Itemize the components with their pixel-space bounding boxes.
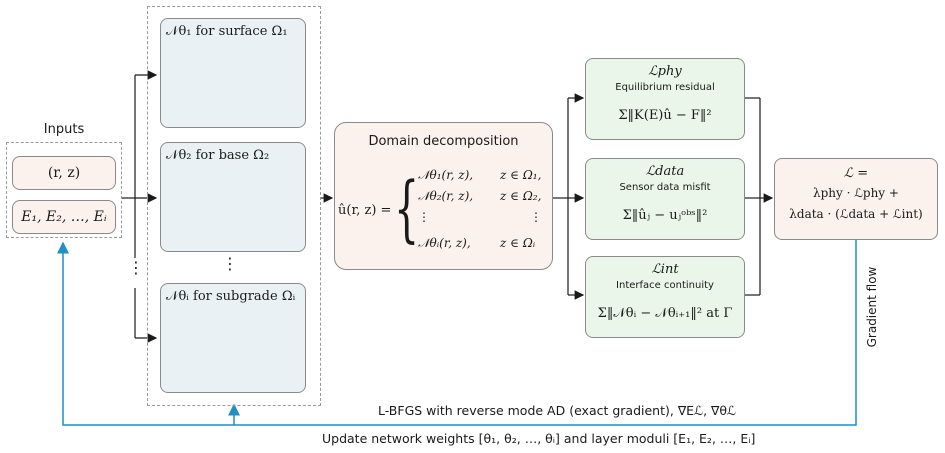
- network-label-subgrade: 𝒩θᵢ for subgrade Ωᵢ: [166, 289, 296, 304]
- domain-brace: {: [394, 166, 420, 250]
- domain-fork-arrows: [553, 93, 585, 300]
- case-net-2: 𝒩θ₂(r, z),: [418, 189, 474, 203]
- total-loss-line1: ℒ =: [843, 166, 869, 181]
- inputs-title: Inputs: [43, 122, 85, 137]
- fork-ellipsis: ⋮: [128, 258, 144, 277]
- loss-desc-interface: Interface continuity: [616, 280, 714, 291]
- case-cond-2: z ∈ Ω₂,: [500, 189, 542, 203]
- network-label-surface: 𝒩θ₁ for surface Ω₁: [166, 24, 288, 39]
- loss-box-interface: [585, 256, 745, 338]
- network-label-base: 𝒩θ₂ for base Ω₂: [166, 148, 270, 163]
- network-ellipsis: ⋮: [222, 254, 238, 273]
- network-box-subgrade: [160, 283, 306, 393]
- optimizer-label: L-BFGS with reverse mode AD (exact gradi…: [378, 403, 737, 418]
- loss-formula-interface: Σ‖𝒩θᵢ − 𝒩θᵢ₊₁‖² at Γ: [597, 306, 733, 321]
- loss-merge-arrows: [745, 97, 774, 296]
- loss-desc-data: Sensor data misfit: [619, 182, 711, 193]
- case-net-1: 𝒩θ₁(r, z),: [418, 168, 474, 182]
- loss-symbol-data: ℒdata: [645, 164, 685, 179]
- gradient-flow-label: Gradient flow: [865, 266, 879, 348]
- case-net-4: 𝒩θᵢ(r, z),: [418, 236, 471, 250]
- case-cond-4: z ∈ Ωᵢ: [500, 236, 536, 250]
- networks-group: [147, 6, 321, 406]
- loss-symbol-physics: ℒphy: [648, 64, 682, 79]
- loss-box-data: [585, 158, 745, 240]
- case-cond-1: z ∈ Ω₁,: [500, 168, 542, 182]
- input-fork-arrows: [122, 70, 158, 343]
- loss-formula-data: Σ‖ûⱼ − uⱼᵒᵇˢ‖²: [622, 208, 708, 223]
- loss-symbol-interface: ℒint: [651, 262, 679, 277]
- coords-input: (r, z): [12, 156, 116, 190]
- update-label: Update network weights [θ₁, θ₂, …, θᵢ] a…: [322, 431, 756, 446]
- loss-box-physics: [585, 58, 745, 140]
- moduli-input: E₁, E₂, …, Eᵢ: [12, 200, 116, 234]
- total-loss-box: [774, 158, 938, 240]
- inputs-group: [6, 142, 122, 238]
- total-loss-line3: λdata · (ℒdata + ℒint): [789, 207, 923, 221]
- loss-formula-physics: Σ‖K(E)û − F‖²: [618, 108, 712, 123]
- domain-decomposition-box: [334, 122, 553, 270]
- case-net-3: ⋮: [418, 210, 430, 224]
- domain-title: Domain decomposition: [368, 134, 519, 149]
- network-box-base: [160, 142, 306, 252]
- network-box-surface: [160, 18, 306, 128]
- loss-desc-physics: Equilibrium residual: [615, 82, 715, 93]
- domain-lhs: û(r, z) =: [338, 203, 392, 218]
- total-loss-line2: λphy · ℒphy +: [813, 186, 899, 200]
- case-cond-3: ⋮: [530, 210, 542, 224]
- gradient-feedback-loop: [57, 240, 857, 426]
